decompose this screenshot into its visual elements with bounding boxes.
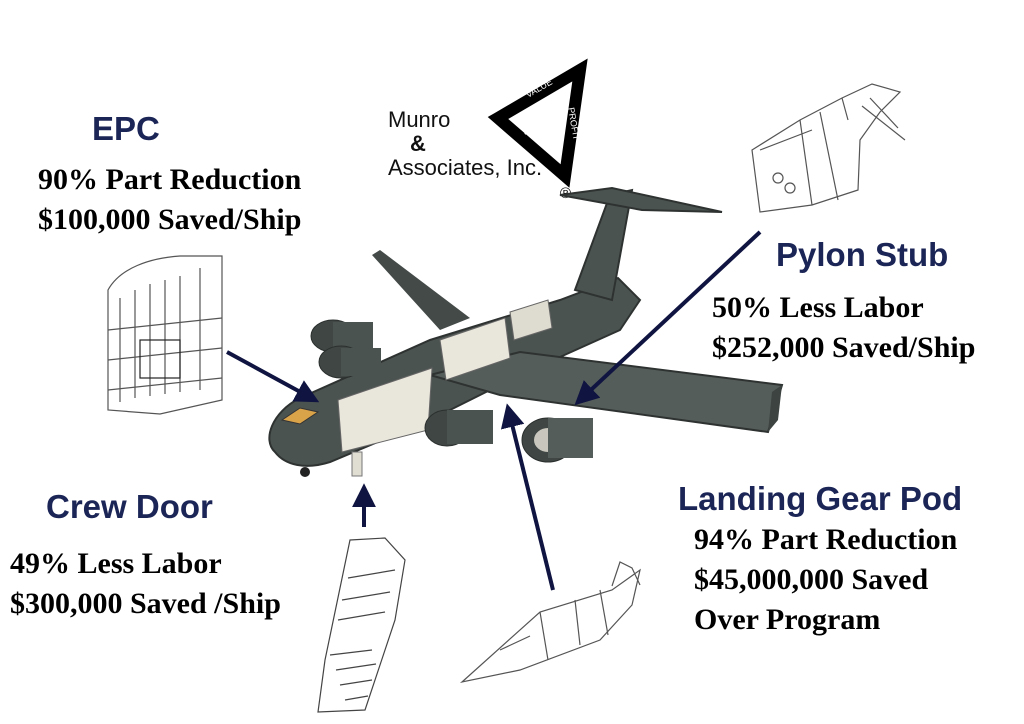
landing-gear-arrow: [500, 403, 555, 591]
epc-rack-drawing: [107, 255, 223, 415]
crew-door-stairs-drawing: [317, 537, 406, 713]
crew-door-stats: 49% Less Labor $300,000 Saved /Ship: [10, 544, 281, 624]
landing-gear-title: Landing Gear Pod: [678, 480, 963, 517]
logo-line-munro: Munro: [388, 107, 451, 132]
pylon-stats: 50% Less Labor $252,000 Saved/Ship: [712, 288, 975, 368]
logo-line-ampersand: &: [410, 131, 426, 156]
pylon-stat-line-2: $252,000 Saved/Ship: [712, 331, 976, 364]
aircraft-cutaway-illustration: [268, 186, 784, 477]
pylon-title: Pylon Stub: [776, 236, 949, 273]
pylon-stat-line-1: 50% Less Labor: [712, 291, 924, 324]
landing-gear-stat-line-2: $45,000,000 Saved: [694, 563, 929, 596]
landing-gear-stat-line-1: 94% Part Reduction: [694, 523, 958, 556]
epc-stat-line-1: 90% Part Reduction: [38, 163, 302, 196]
munro-logo-text: Munro & Associates, Inc.: [388, 108, 542, 180]
crew-door-stat-line-2: $300,000 Saved /Ship: [10, 587, 281, 620]
landing-gear-pod-drawing: [459, 561, 641, 684]
epc-stats: 90% Part Reduction $100,000 Saved/Ship: [38, 160, 301, 240]
pylon-arrow: [574, 230, 762, 406]
crew-door-stat-line-1: 49% Less Labor: [10, 547, 222, 580]
landing-gear-stats: 94% Part Reduction $45,000,000 Saved Ove…: [694, 520, 957, 640]
pylon-stub-drawing: [751, 83, 906, 213]
epc-title: EPC: [92, 110, 160, 147]
epc-arrow: [226, 350, 320, 403]
landing-gear-stat-line-3: Over Program: [694, 603, 881, 636]
crew-door-title: Crew Door: [46, 488, 213, 525]
epc-stat-line-2: $100,000 Saved/Ship: [38, 203, 302, 236]
